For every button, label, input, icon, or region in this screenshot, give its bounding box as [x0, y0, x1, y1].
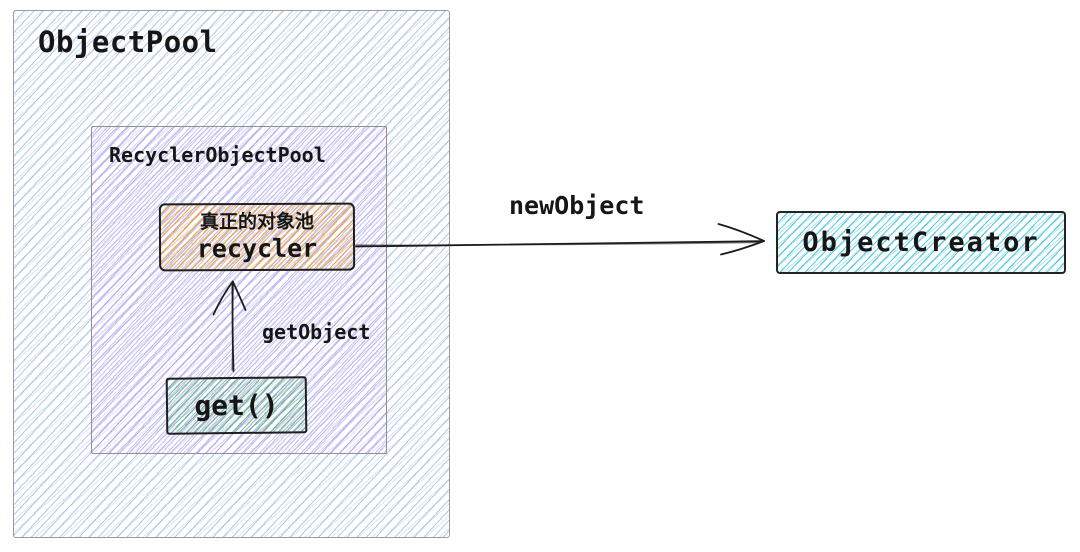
get-label: get(): [194, 388, 279, 423]
newobject-edge-label: newObject: [509, 191, 645, 220]
objectpool-label: ObjectPool: [38, 25, 218, 59]
recycler-caption: 真正的对象池: [199, 210, 314, 233]
get-box: get(): [165, 376, 308, 435]
recycler-box: 真正的对象池 recycler: [158, 202, 356, 272]
objectcreator-label: ObjectCreator: [802, 227, 1040, 258]
getobject-edge-label: getObject: [262, 320, 371, 344]
recyclerobjectpool-label: RecyclerObjectPool: [109, 143, 326, 167]
recycler-label: recycler: [196, 233, 318, 263]
objectcreator-box: ObjectCreator: [776, 211, 1066, 274]
